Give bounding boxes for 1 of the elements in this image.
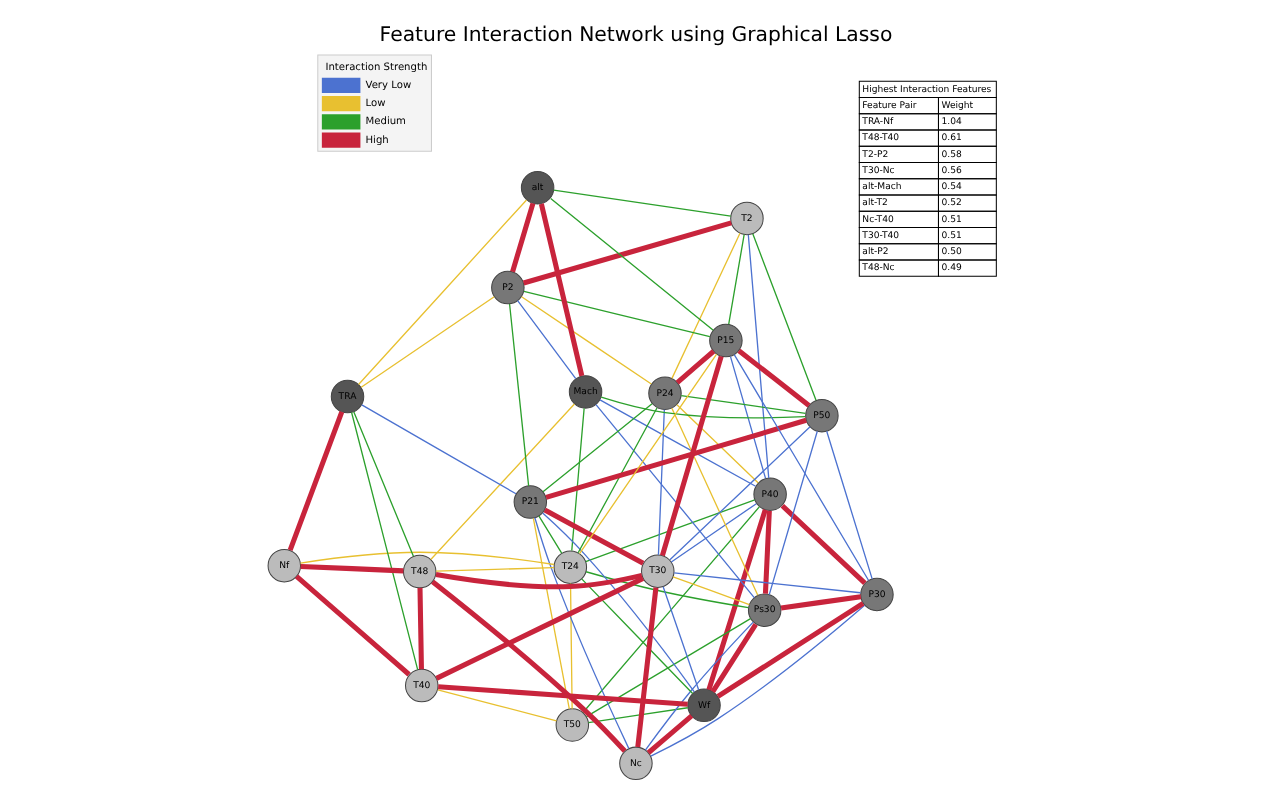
diagram-title: Feature Interaction Network using Graphical Lasso: [379, 24, 893, 47]
